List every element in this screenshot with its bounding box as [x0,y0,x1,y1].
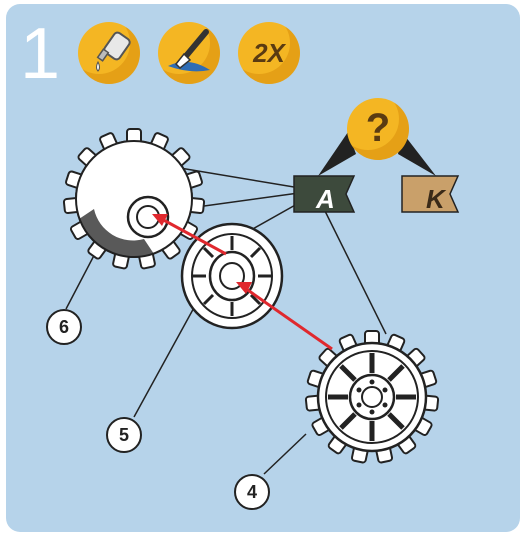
callout-4: 4 [234,474,270,510]
question-mark: ? [365,106,391,150]
question-badge: ? [347,98,409,160]
assembly-diagram [62,128,460,475]
question-connector-left [318,132,356,176]
assembly-arrows [152,214,333,351]
glue-icon [96,31,131,72]
question-connector-right [398,132,436,176]
flag-a-shape [293,175,356,213]
quantity-label: 2X [253,38,285,68]
glue-badge [78,22,140,84]
instruction-panel: 1 2X [6,4,520,532]
flag-k-label: K [426,184,445,214]
part-4-sprocket [304,330,440,464]
flag-k-shape [401,175,460,213]
quantity-badge: 2X [238,22,300,84]
part-6-sprocket [62,128,206,270]
callout-6: 6 [46,309,82,345]
flag-a-label: A [316,184,335,214]
callout-5: 5 [106,417,142,453]
paint-badge [158,22,220,84]
step-number: 1 [20,14,61,94]
paint-brush-icon [168,29,210,72]
